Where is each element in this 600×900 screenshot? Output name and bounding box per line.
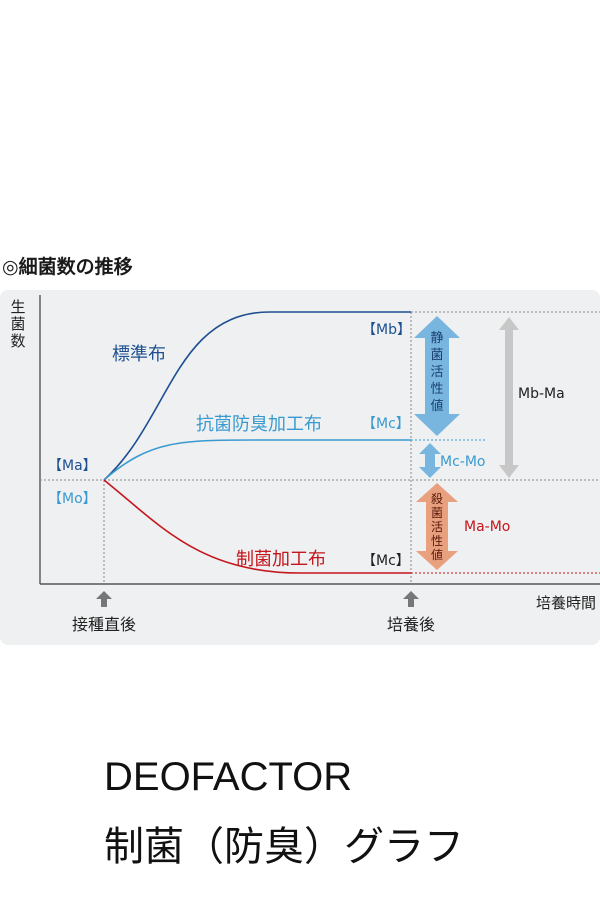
static-activity-arrow [414, 316, 460, 436]
x-marker-end: 培養後 [387, 615, 435, 634]
series-label-standard: 標準布 [112, 344, 166, 365]
level-label-mo: 【Mo】 [48, 491, 97, 507]
chart-panel [0, 290, 600, 645]
bactericidal-activity-arrow [416, 483, 458, 570]
level-label-mc-bacteriostatic: 【Mc】 [362, 553, 410, 569]
series-label-bacteriostatic: 制菌加工布 [236, 549, 326, 570]
series-line-antibacterial [103, 439, 411, 481]
mc-mo-label: Mc-Mo [440, 454, 485, 470]
level-label-mc-antibacterial: 【Mc】 [362, 416, 410, 432]
series-line-standard [103, 311, 411, 481]
x-marker-arrow-start [96, 591, 112, 607]
chart-svg: 生菌数 培養時間 【Ma】 【Mo】 【Mb】 【Mc】 【Mc】 標準布 抗菌… [10, 295, 600, 634]
static-activity-label: 静菌活性値 [430, 331, 443, 414]
series-label-antibacterial: 抗菌防臭加工布 [196, 414, 322, 435]
mb-ma-label: Mb-Ma [518, 386, 565, 402]
y-axis-label: 生菌数 [10, 298, 25, 350]
x-marker-arrow-end [403, 591, 419, 607]
ma-mo-label: Ma-Mo [464, 519, 510, 535]
graph-caption: 制菌（防臭）グラフ [104, 824, 464, 870]
x-axis-label: 培養時間 [536, 594, 596, 612]
mc-mo-arrow [419, 443, 441, 478]
brand-name: DEOFACTOR [104, 755, 353, 799]
bactericidal-activity-label: 殺菌活性値 [431, 492, 443, 562]
mb-ma-arrow [499, 317, 519, 478]
x-marker-start: 接種直後 [72, 615, 136, 634]
level-label-ma: 【Ma】 [48, 458, 97, 474]
series-line-bacteriostatic [103, 479, 411, 574]
section-title: ◎細菌数の推移 [2, 256, 133, 278]
level-label-mb: 【Mb】 [362, 322, 411, 338]
